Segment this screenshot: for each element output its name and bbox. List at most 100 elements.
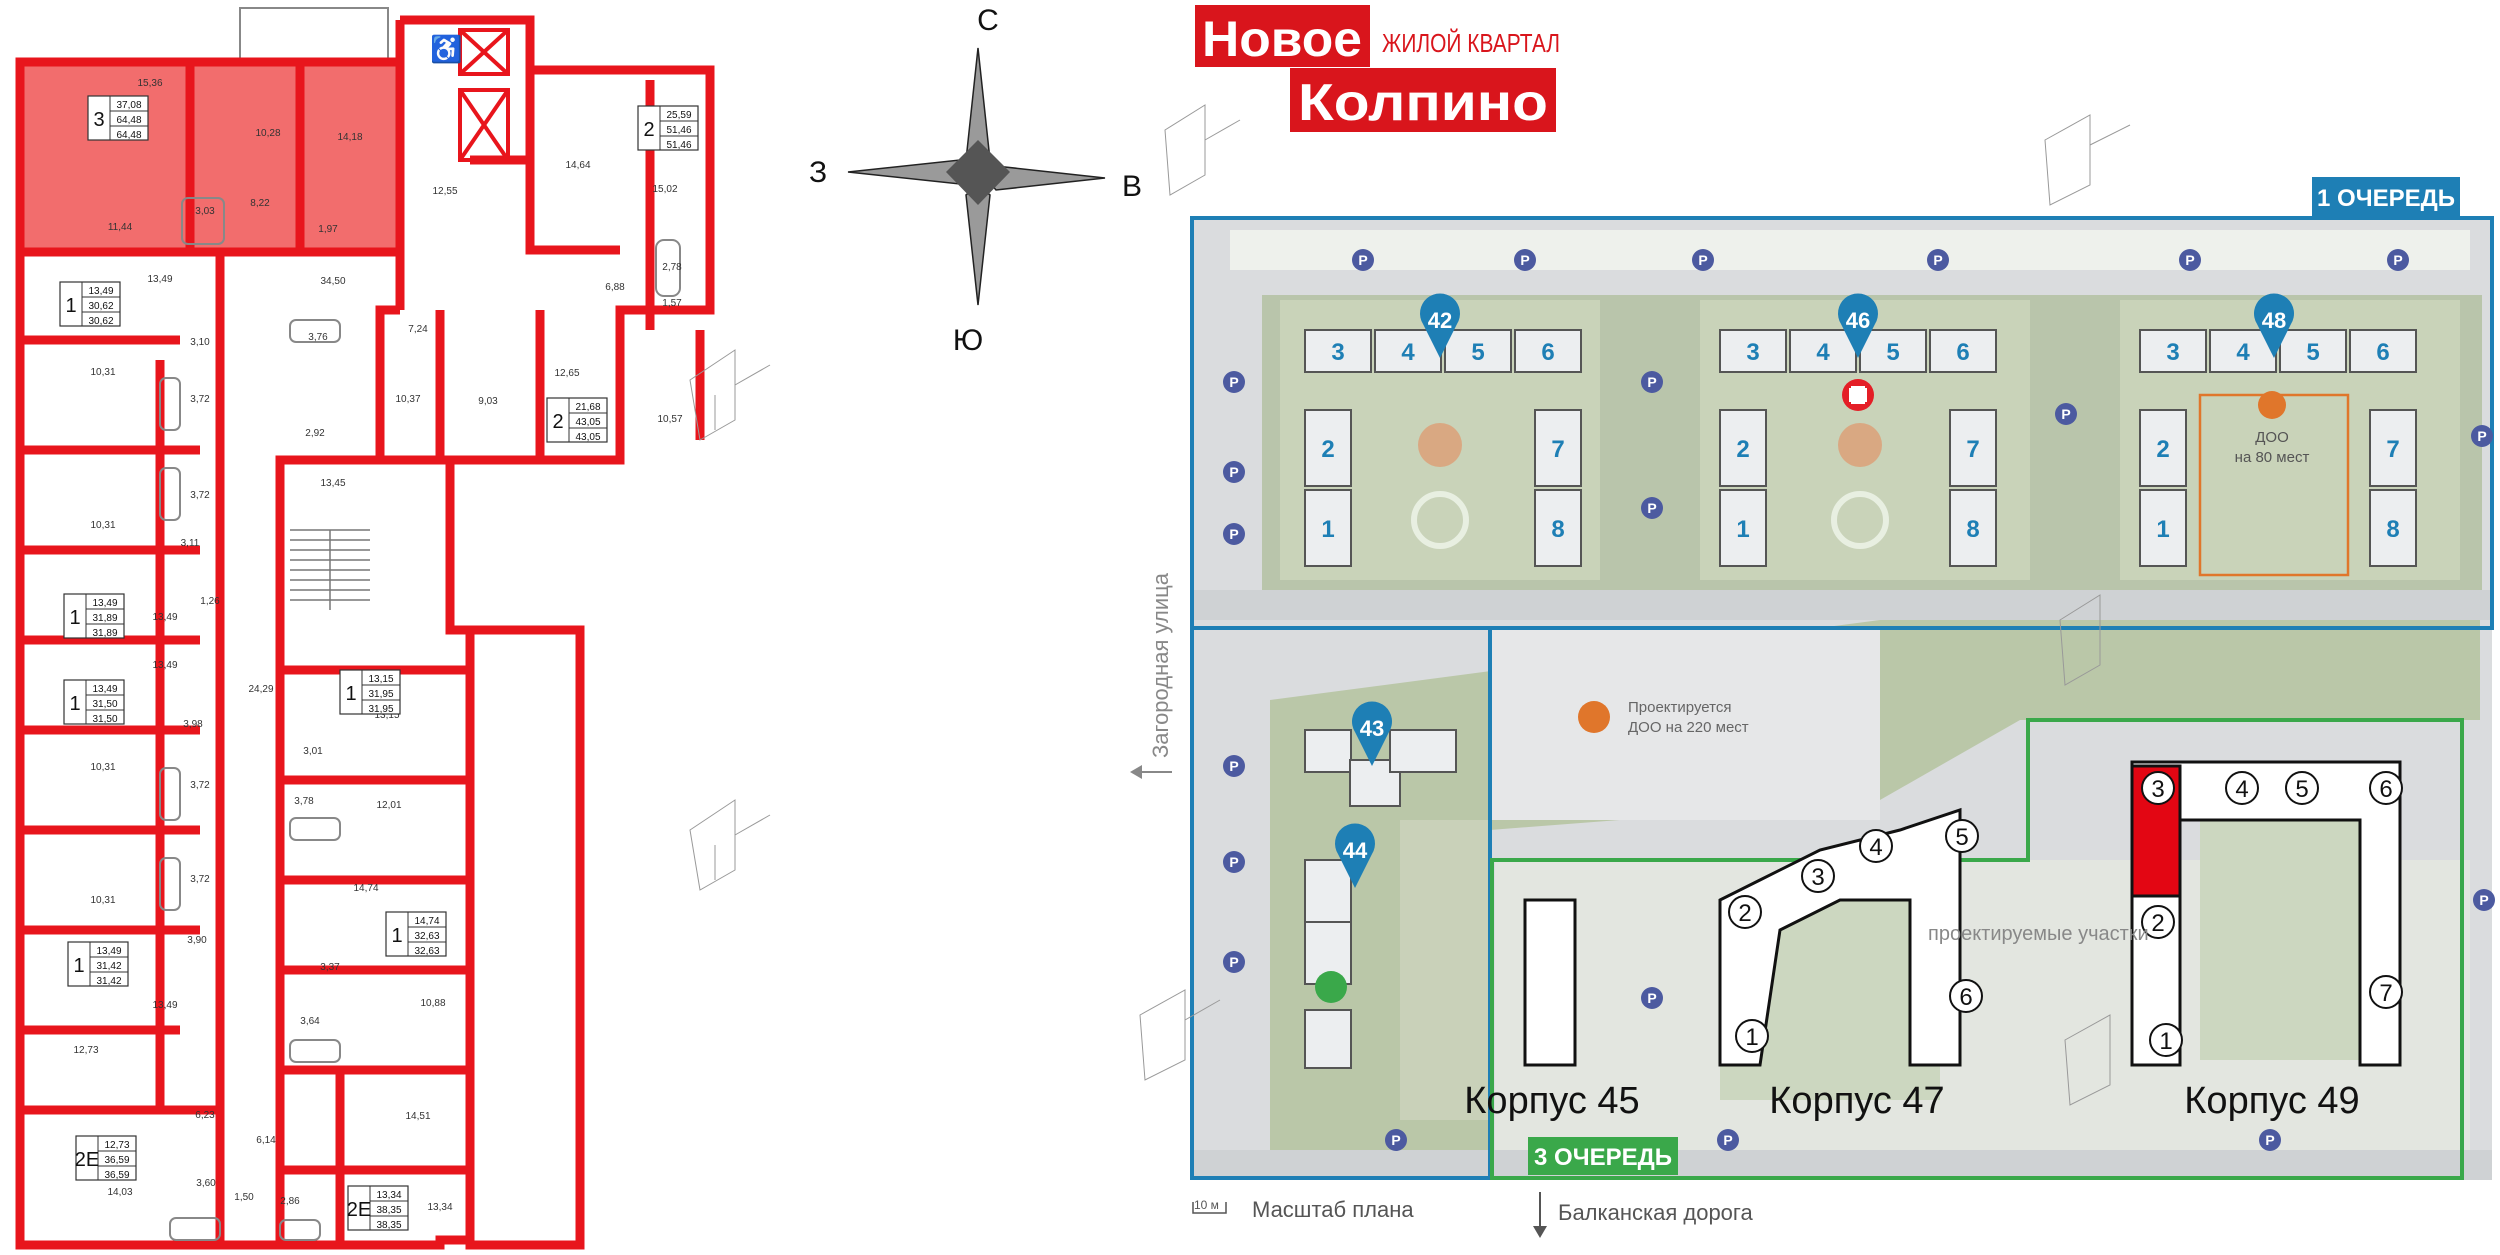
parking-letter: P xyxy=(1933,252,1942,268)
medical-icon xyxy=(1842,379,1874,411)
room-area-label: 3,72 xyxy=(190,394,210,405)
section-circle xyxy=(1801,859,1835,893)
section-circle-number: 4 xyxy=(1869,834,1882,861)
room-area-label: 12,73 xyxy=(73,1045,98,1056)
room-area-label: 3,72 xyxy=(190,780,210,791)
room-area-label: 3,60 xyxy=(196,1178,216,1189)
apartment-total-area: 36,59 xyxy=(104,1155,129,1166)
parking-sign xyxy=(2471,425,2493,447)
building-section xyxy=(1949,409,1997,487)
section-circle xyxy=(2369,771,2403,805)
room-area-label: 6,23 xyxy=(195,1110,215,1121)
section-number: 3 xyxy=(1746,339,1759,366)
parking-sign xyxy=(1223,371,1245,393)
building-section xyxy=(2279,329,2347,373)
section-circle xyxy=(2225,771,2259,805)
room-area-label: 1,50 xyxy=(234,1192,254,1203)
fountain-42 xyxy=(1418,423,1462,467)
parking-letter: P xyxy=(1229,854,1238,870)
site-watermarks xyxy=(1139,104,2131,1106)
building-section xyxy=(1949,489,1997,567)
building-section xyxy=(2369,489,2417,567)
section-number: 4 xyxy=(1401,339,1415,366)
kindergarten-planned-icon xyxy=(1578,701,1610,733)
walls xyxy=(15,15,715,1250)
section-number: 6 xyxy=(2376,339,2389,366)
parking-letter: P xyxy=(1358,252,1367,268)
logo-top-block xyxy=(1195,5,1370,67)
room-area-label: 13,45 xyxy=(320,478,345,489)
section-circle xyxy=(1859,829,1893,863)
room-area-label: 14,74 xyxy=(353,883,378,894)
compass-core xyxy=(946,140,1010,205)
bldg43-section1 xyxy=(1304,729,1352,773)
room-area-label: 14,03 xyxy=(107,1187,132,1198)
section-number: 7 xyxy=(1966,436,1979,463)
building-section xyxy=(2139,329,2207,373)
parking-sign xyxy=(2179,249,2201,271)
highlighted-apartment[interactable] xyxy=(20,62,400,252)
section-number: 2 xyxy=(1321,436,1334,463)
section-circle-number: 2 xyxy=(2151,910,2164,937)
room-area-label: 10,57 xyxy=(657,414,682,425)
fountain-46 xyxy=(1838,423,1882,467)
room-area-label: 3,72 xyxy=(190,490,210,501)
parking-letter: P xyxy=(2185,252,2194,268)
building-pin-label: 44 xyxy=(1343,838,1368,863)
room-area-label: 10,31 xyxy=(90,762,115,773)
lift-shafts xyxy=(458,28,510,162)
parking-sign xyxy=(1223,523,1245,545)
room-area-label: 13,34 xyxy=(427,1202,452,1213)
apartment-rooms: 2Е xyxy=(75,1149,99,1171)
room-area-label: 3,37 xyxy=(320,962,340,973)
room-area-label: 2,86 xyxy=(280,1196,300,1207)
apartment-total-area-2: 51,46 xyxy=(666,140,691,151)
section-number: 1 xyxy=(2156,516,2169,543)
building-section xyxy=(1534,409,1582,487)
parking-sign xyxy=(1641,987,1663,1009)
section-number: 5 xyxy=(2306,339,2319,366)
section-number: 8 xyxy=(2386,516,2399,543)
room-area-label: 10,37 xyxy=(395,394,420,405)
kindergarten-planned: Проектируется ДОО на 220 мест xyxy=(1578,699,1749,736)
apartment-total-area: 38,35 xyxy=(376,1205,401,1216)
kindergarten-planned-capacity: ДОО на 220 мест xyxy=(1628,719,1749,736)
section-number: 4 xyxy=(1816,339,1830,366)
parking-sign xyxy=(1223,951,1245,973)
building-pin[interactable] xyxy=(1837,293,1878,358)
section-circle-number: 3 xyxy=(1811,864,1824,891)
section-circle-number: 2 xyxy=(1738,900,1751,927)
scale-value: 10 м xyxy=(1194,1198,1219,1212)
parking-letter: P xyxy=(1229,464,1238,480)
apartment-total-area: 64,48 xyxy=(116,115,141,126)
building-pin[interactable] xyxy=(1419,293,1460,358)
apartment-living-area: 21,68 xyxy=(575,402,600,413)
section-circle xyxy=(1728,895,1762,929)
room-area-label: 6,88 xyxy=(605,282,625,293)
building-pin[interactable] xyxy=(1334,823,1375,888)
section-circle-number: 7 xyxy=(2379,980,2392,1007)
building-pin[interactable] xyxy=(1352,701,1393,766)
room-area-label: 10,31 xyxy=(90,520,115,531)
building-pin[interactable] xyxy=(2254,293,2294,358)
section-circle xyxy=(2369,975,2403,1009)
room-area-label: 1,57 xyxy=(662,298,682,309)
apartment-living-area: 13,15 xyxy=(368,674,393,685)
logo-line1: Новое xyxy=(1202,11,1362,67)
section-number: 1 xyxy=(1736,516,1749,543)
apartment-total-area-2: 32,63 xyxy=(414,946,439,957)
room-area-label: 10,28 xyxy=(255,128,280,139)
scale-bar xyxy=(1192,1202,1227,1214)
logo-bottom-block xyxy=(1290,68,1556,132)
building-section xyxy=(1719,409,1767,487)
bottom-road xyxy=(1192,1150,2492,1180)
parking-letter: P xyxy=(1647,990,1656,1006)
apartment-living-area: 12,73 xyxy=(104,1140,129,1151)
room-area-label: 13,49 xyxy=(147,274,172,285)
section-circle-number: 6 xyxy=(2379,776,2392,803)
